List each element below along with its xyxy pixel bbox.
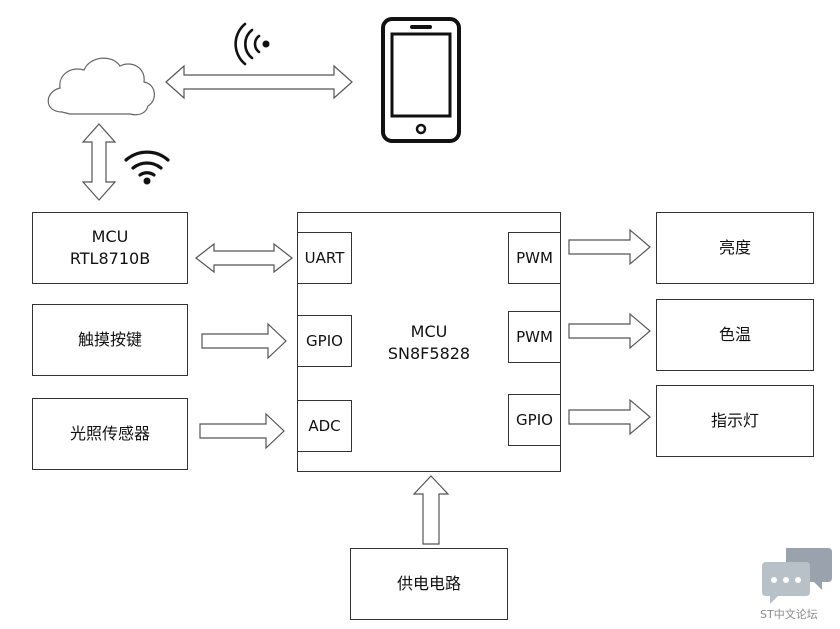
main-mcu-line1: MCU (410, 322, 448, 341)
mcu-rtl-line2: RTL8710B (69, 249, 151, 268)
mcu-rtl-box: MCU RTL8710B (32, 212, 188, 284)
color-temp-box: 色温 (656, 299, 814, 371)
touch-gpio-arrow (201, 322, 287, 360)
brightness-box: 亮度 (656, 212, 814, 284)
cloud-phone-double-arrow (165, 64, 353, 100)
power-mcu-arrow (412, 475, 450, 545)
main-mcu-line2: SN8F5828 (387, 344, 471, 363)
port-uart-label: UART (304, 248, 345, 267)
port-gpio-right-label: GPIO (516, 410, 553, 429)
port-pwm-top-label: PWM (516, 248, 553, 267)
mcu-rtl-line1: MCU (91, 227, 129, 246)
chat-logo-icon (762, 548, 832, 604)
rtl-uart-double-arrow (195, 242, 293, 274)
port-adc: ADC (297, 400, 352, 452)
light-sensor-label: 光照传感器 (69, 424, 150, 443)
smartphone-icon (381, 17, 461, 143)
wifi-icon (124, 150, 170, 185)
indicator-label: 指示灯 (710, 411, 759, 430)
port-gpio-left-label: GPIO (306, 331, 343, 350)
gpio-indicator-arrow (568, 398, 651, 436)
main-mcu-box: MCU SN8F5828 UART GPIO ADC PWM PWM GPIO (297, 212, 561, 472)
color-temp-label: 色温 (718, 325, 751, 344)
light-sensor-box: 光照传感器 (32, 398, 188, 470)
port-adc-label: ADC (308, 416, 341, 435)
port-gpio-right: GPIO (508, 394, 561, 446)
pwm-colortemp-arrow (568, 312, 651, 350)
watermark-text: ST中文论坛 (760, 608, 818, 621)
pwm-brightness-arrow (568, 228, 651, 266)
touch-keys-label: 触摸按键 (77, 330, 142, 349)
power-box: 供电电路 (350, 548, 508, 620)
port-pwm-mid: PWM (508, 311, 561, 363)
brightness-label: 亮度 (718, 238, 751, 257)
cloud-icon (47, 57, 155, 116)
port-pwm-top: PWM (508, 232, 561, 284)
indicator-box: 指示灯 (656, 385, 814, 457)
port-pwm-mid-label: PWM (516, 327, 553, 346)
sensor-adc-arrow (199, 412, 285, 450)
wireless-signal-icon (234, 22, 270, 66)
touch-keys-box: 触摸按键 (32, 304, 188, 376)
cloud-mcu-double-arrow (81, 123, 117, 201)
port-gpio-left: GPIO (297, 315, 352, 367)
port-uart: UART (297, 232, 352, 284)
power-label: 供电电路 (396, 574, 461, 593)
